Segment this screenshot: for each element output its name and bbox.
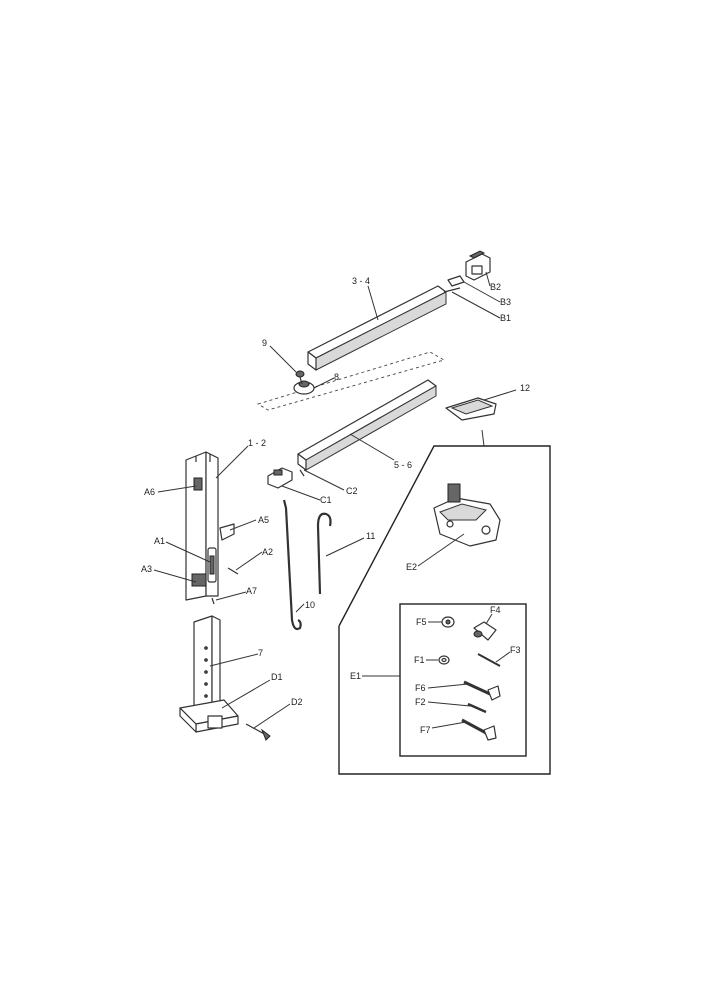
callout-b3: B3 (500, 297, 511, 307)
callout-8: 8 (334, 372, 339, 382)
callout-f2: F2 (415, 697, 426, 707)
callout-a7: A7 (246, 586, 257, 596)
post-1-2 (185, 451, 239, 605)
callout-a6: A6 (144, 487, 155, 497)
hook-10 (282, 499, 302, 631)
leg-7 (179, 615, 239, 733)
bolt-f6 (463, 680, 501, 701)
callout-d1: D1 (271, 672, 283, 682)
callout-c1: C1 (320, 495, 332, 505)
part-b3 (447, 275, 465, 287)
callout-c2: C2 (346, 486, 358, 496)
callout-11: 11 (366, 531, 375, 541)
leader-lines (153, 271, 517, 729)
clip-c1 (267, 467, 293, 489)
callout-5-6: 5 - 6 (394, 460, 412, 470)
knob-8 (293, 380, 315, 395)
callout-e1: E1 (350, 671, 361, 681)
callout-f6: F6 (415, 683, 426, 693)
callout-a5: A5 (258, 515, 269, 525)
callout-b1: B1 (500, 313, 511, 323)
callout-7: 7 (258, 648, 263, 658)
callout-10: 10 (305, 600, 315, 610)
callout-f7: F7 (420, 725, 431, 735)
callout-a2: A2 (262, 547, 273, 557)
bolt-d2 (245, 723, 271, 741)
callout-e2: E2 (406, 562, 417, 572)
callout-f3: F3 (510, 645, 521, 655)
callout-9: 9 (262, 338, 267, 348)
rod-11 (316, 512, 332, 595)
callout-b2: B2 (490, 282, 501, 292)
screw-f3 (477, 653, 501, 667)
arm-5-6 (297, 379, 437, 471)
clip-c2 (299, 469, 305, 477)
part-b1 (443, 287, 461, 293)
callout-d2: D2 (291, 697, 303, 707)
mount-e2 (433, 483, 501, 547)
callout-f5: F5 (416, 617, 427, 627)
bolt-f7 (461, 718, 497, 741)
hardware-kit (438, 616, 501, 741)
callout-f1: F1 (414, 655, 425, 665)
callout-a1: A1 (154, 536, 165, 546)
washer-f1 (438, 655, 450, 665)
sleeve-f4 (473, 621, 497, 641)
callout-f4: F4 (490, 605, 501, 615)
bracket-b2 (465, 250, 491, 281)
detail-frame (338, 429, 551, 775)
screw-f2 (467, 702, 487, 714)
callout-3-4: 3 - 4 (352, 276, 370, 286)
cover-12 (445, 397, 497, 421)
screw-9 (295, 370, 305, 385)
callout-labels: 3 - 4 B2 B3 B1 9 8 12 5 - 6 C2 C1 1 - 2 … (141, 276, 530, 735)
callout-a3: A3 (141, 564, 152, 574)
nut-f5 (441, 616, 455, 628)
callout-1-2: 1 - 2 (248, 438, 266, 448)
arm-3-4 (307, 285, 447, 371)
callout-12: 12 (520, 383, 530, 393)
